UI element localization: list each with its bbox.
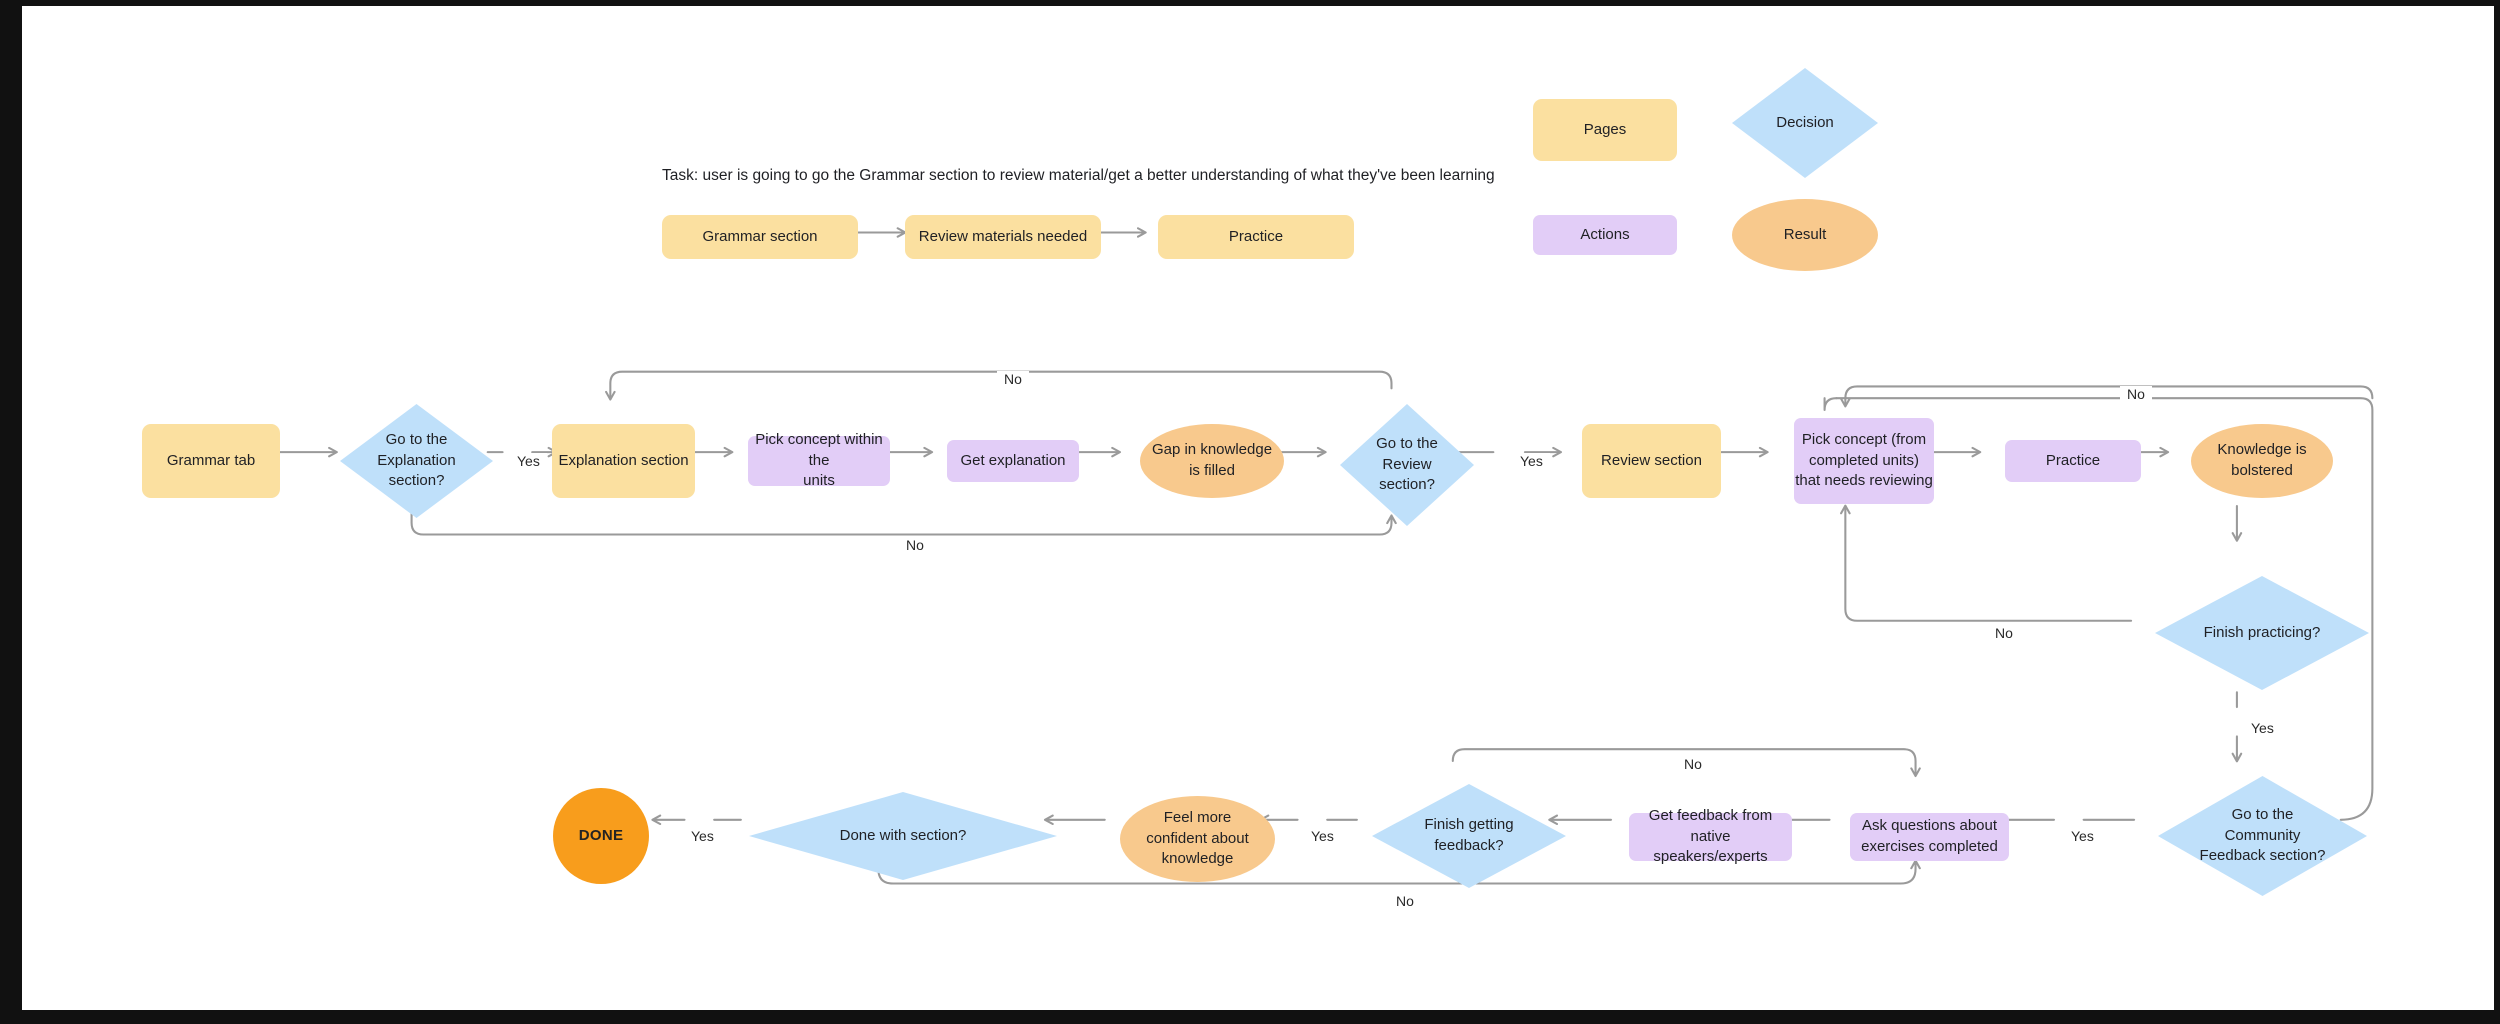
node-done-with-section[interactable]: Done with section?: [749, 792, 1057, 880]
edge-label-yes-finish-practicing: Yes: [2244, 720, 2281, 736]
line-1: Go to the: [1376, 434, 1438, 452]
legend-decision-label: Decision: [1776, 113, 1834, 131]
line-1: Knowledge is: [2217, 441, 2307, 459]
legend-result: Result: [1732, 199, 1878, 271]
node-get-explanation[interactable]: Get explanation: [947, 440, 1079, 482]
node-explanation-section[interactable]: Explanation section: [552, 424, 695, 498]
node-finish-getting-feedback[interactable]: Finish getting feedback?: [1372, 784, 1566, 888]
node-finish-getting-feedback-label: Finish getting feedback?: [1418, 815, 1519, 856]
node-go-explanation-section[interactable]: Go to the Explanation section?: [340, 404, 493, 518]
node-knowledge-bolstered-label: Knowledge is bolstered: [2217, 440, 2306, 481]
edge-label-no-explanation: No: [899, 537, 931, 553]
line-1: Ask questions about: [1861, 817, 1998, 835]
edge-label-no-finish-practicing-top: No: [2120, 386, 2152, 402]
node-done[interactable]: DONE: [553, 788, 649, 884]
task-step-grammar-section[interactable]: Grammar section: [662, 215, 858, 259]
line-1: Feel more: [1163, 808, 1232, 826]
line-2: speakers/experts: [1653, 848, 1768, 866]
node-review-section[interactable]: Review section: [1582, 424, 1721, 498]
node-go-explanation-section-label: Go to the Explanation section?: [371, 430, 461, 492]
node-done-with-section-label: Done with section?: [839, 826, 967, 844]
line-2: Community: [2224, 826, 2301, 844]
node-grammar-tab[interactable]: Grammar tab: [142, 424, 280, 498]
node-pick-concept-needs-reviewing[interactable]: Pick concept (from completed units) that…: [1794, 418, 1934, 504]
node-knowledge-bolstered[interactable]: Knowledge is bolstered: [2191, 424, 2333, 498]
node-get-feedback-native-speakers-label: Get feedback from native speakers/expert…: [1629, 806, 1792, 868]
line-2: Explanation: [377, 451, 456, 469]
edge-label-yes-review: Yes: [1513, 453, 1550, 469]
line-3: Feedback section?: [2199, 847, 2326, 865]
edge-label-yes-feedback: Yes: [1304, 828, 1341, 844]
line-3: section?: [1379, 476, 1435, 494]
node-pick-concept-within-units-label: Pick concept within the units: [748, 430, 890, 492]
line-3: knowledge: [1161, 850, 1234, 868]
node-gap-in-knowledge-filled-label: Gap in knowledge is filled: [1152, 440, 1272, 481]
edge-label-yes-community: Yes: [2064, 828, 2101, 844]
line-1: Pick concept within the: [755, 430, 883, 469]
node-get-feedback-native-speakers[interactable]: Get feedback from native speakers/expert…: [1629, 807, 1792, 865]
flowchart-stage: Task: user is going to go the Grammar se…: [22, 6, 2494, 1010]
line-1: Pick concept (from: [1801, 430, 1927, 448]
node-go-community-feedback[interactable]: Go to the Community Feedback section?: [2158, 776, 2367, 896]
node-finish-practicing-label: Finish practicing?: [2203, 623, 2321, 641]
node-go-review-section[interactable]: Go to the Review section?: [1340, 404, 1474, 526]
line-1: Go to the: [385, 430, 448, 448]
edge-label-yes-explanation: Yes: [510, 453, 547, 469]
node-gap-in-knowledge-filled[interactable]: Gap in knowledge is filled: [1140, 424, 1284, 498]
line-2: units: [803, 472, 835, 490]
node-feel-more-confident-label: Feel more confident about knowledge: [1146, 808, 1249, 870]
node-practice[interactable]: Practice: [2005, 440, 2141, 482]
line-2: feedback?: [1434, 837, 1504, 854]
legend-pages: Pages: [1533, 99, 1677, 161]
task-step-review-materials[interactable]: Review materials needed: [905, 215, 1101, 259]
line-2: completed units): [1808, 451, 1920, 469]
legend-decision: Decision: [1732, 68, 1878, 178]
node-ask-questions-exercises-label: Ask questions about exercises completed: [1861, 816, 1998, 857]
legend-actions: Actions: [1533, 215, 1677, 255]
edge-label-yes-done: Yes: [684, 828, 721, 844]
node-ask-questions-exercises[interactable]: Ask questions about exercises completed: [1850, 813, 2009, 861]
line-2: is filled: [1189, 462, 1235, 479]
node-pick-concept-within-units[interactable]: Pick concept within the units: [748, 431, 890, 489]
line-3: that needs reviewing: [1795, 472, 1933, 490]
task-description: Task: user is going to go the Grammar se…: [662, 167, 1495, 184]
line-2: confident about: [1146, 829, 1249, 847]
line-1: Get feedback from native: [1648, 806, 1773, 845]
line-1: Gap in knowledge: [1151, 441, 1273, 459]
line-2: exercises completed: [1861, 838, 1998, 855]
line-2: bolstered: [2231, 462, 2293, 479]
edge-label-no-feedback: No: [1677, 756, 1709, 772]
line-1: Finish getting: [1424, 816, 1514, 834]
task-step-practice[interactable]: Practice: [1158, 215, 1354, 259]
node-finish-practicing[interactable]: Finish practicing?: [2155, 576, 2369, 690]
line-2: Review: [1382, 455, 1432, 473]
edge-label-no-done: No: [1389, 893, 1421, 909]
node-go-review-section-label: Go to the Review section?: [1370, 434, 1444, 496]
line-3: section?: [388, 472, 445, 490]
line-1: Go to the: [2231, 805, 2294, 823]
edge-label-no-review-back: No: [997, 371, 1029, 387]
node-go-community-feedback-label: Go to the Community Feedback section?: [2194, 805, 2332, 867]
node-feel-more-confident[interactable]: Feel more confident about knowledge: [1120, 796, 1275, 882]
edge-label-no-finish-practicing: No: [1988, 625, 2020, 641]
node-pick-concept-needs-reviewing-label: Pick concept (from completed units) that…: [1795, 430, 1933, 492]
